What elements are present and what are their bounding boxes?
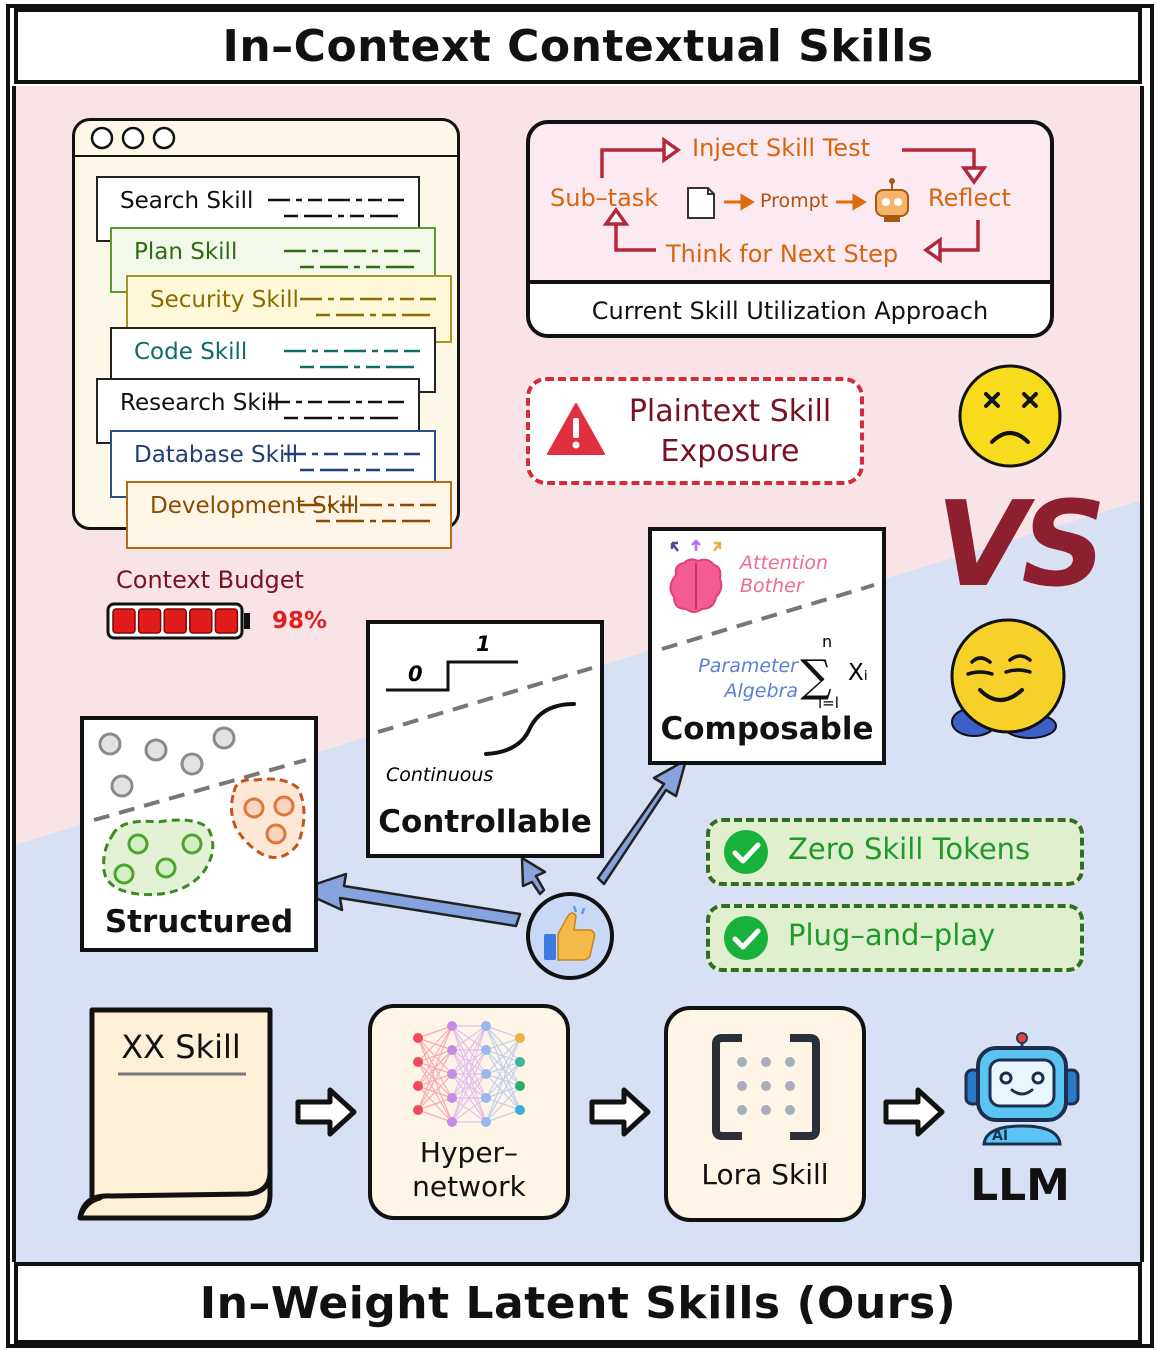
skill-card-decoration [300, 503, 436, 523]
bother-line: Bother [740, 575, 804, 597]
brain-icon [669, 539, 723, 613]
context-budget-battery [106, 602, 250, 640]
lora-skill-label: Lora Skill [701, 1158, 829, 1191]
arrow-to-composable [596, 758, 688, 886]
skill-card-decoration [284, 249, 420, 269]
check-icon [724, 830, 768, 874]
arrow-to-structured [296, 872, 522, 928]
sad-face-icon [958, 364, 1062, 468]
skill-document-icon [77, 1007, 273, 1221]
controllable-card [366, 620, 604, 858]
thumbs-up-icon [526, 892, 614, 980]
inject-skill-test-label: Inject Skill Test [692, 134, 870, 162]
skill-card-decoration [300, 297, 436, 317]
sum-top-label: n [822, 632, 833, 651]
skill-card-decoration [284, 349, 420, 369]
vs-label: VS [936, 475, 1106, 613]
skill-card-label: Research Skill [120, 390, 280, 416]
ai-badge: AI [992, 1128, 1009, 1144]
check-icon [724, 916, 768, 960]
plaintext-exposure-text: Plaintext Skill Exposure [610, 392, 850, 472]
structured-illustration [93, 726, 307, 897]
window-titlebar [75, 121, 457, 157]
current-approach-caption: Current Skill Utilization Approach [530, 280, 1050, 334]
skill-card-label: Code Skill [134, 339, 248, 365]
composable-title: Composable [660, 711, 874, 747]
skill-card-decoration [284, 452, 420, 472]
algebra-line: Algebra [724, 680, 798, 702]
window-control-icons [90, 126, 176, 150]
skill-card-label: Security Skill [150, 287, 299, 313]
parameter-algebra-label: Parameter Algebra [692, 654, 798, 704]
step-one-label: 1 [476, 632, 491, 656]
lora-matrix-icon [712, 1034, 820, 1140]
think-next-step-label: Think for Next Step [666, 240, 899, 268]
hyper-line1: Hyper– [419, 1136, 519, 1169]
benefit-card: Zero Skill Tokens [706, 818, 1084, 886]
parameter-line: Parameter [698, 655, 798, 677]
battery-cell [137, 608, 162, 634]
plaintext-line2: Exposure [660, 434, 800, 469]
benefit-label: Plug–and–play [788, 918, 996, 952]
skill-card-decoration [268, 198, 404, 218]
skill-card-label: Plan Skill [134, 239, 238, 265]
current-approach-panel: Current Skill Utilization Approach [526, 120, 1054, 338]
document-icon [687, 187, 715, 219]
benefit-card: Plug–and–play [706, 904, 1084, 972]
prompt-label: Prompt [760, 190, 829, 212]
happy-face-icon [950, 618, 1066, 739]
skill-card-label: Database Skill [134, 442, 299, 468]
approach-loop-arrows [600, 136, 988, 264]
context-budget-label: Context Budget [116, 566, 304, 594]
warning-icon [547, 403, 605, 455]
composable-illustration: ∑ [661, 539, 875, 702]
step-zero-label: 0 [408, 662, 423, 686]
attention-bother-label: Attention Bother [740, 552, 828, 598]
battery-cell [214, 608, 239, 634]
battery-cell [163, 608, 187, 634]
bottom-banner: In–Weight Latent Skills (Ours) [14, 1262, 1142, 1344]
continuous-label: Continuous [386, 764, 494, 786]
structured-title: Structured [104, 904, 294, 940]
sum-term-label: Xᵢ [848, 660, 868, 686]
battery-cell [189, 608, 213, 634]
top-banner: In–Context Contextual Skills [14, 8, 1142, 84]
sum-bottom-label: i=l [818, 694, 839, 712]
xx-skill-label: XX Skill [121, 1028, 241, 1066]
controllable-title: Controllable [378, 804, 592, 840]
subtask-label: Sub–task [550, 184, 659, 212]
llm-robot-icon [964, 1032, 1080, 1146]
skill-card-decoration [268, 400, 404, 420]
neural-network-icon [413, 1021, 525, 1127]
skill-card-label: Development Skill [150, 493, 360, 519]
controllable-illustration [377, 660, 593, 756]
hyper-line2: network [412, 1170, 526, 1203]
skill-card: Development Skill [126, 481, 452, 549]
reflect-label: Reflect [928, 184, 1011, 212]
plaintext-line1: Plaintext Skill [628, 394, 832, 429]
benefit-label: Zero Skill Tokens [788, 832, 1031, 866]
hypernetwork-card [368, 1004, 570, 1220]
llm-label: LLM [970, 1160, 1070, 1211]
context-budget-value: 98% [272, 608, 328, 634]
hypernetwork-label: Hyper– network [368, 1136, 570, 1204]
svg-text:∑: ∑ [800, 651, 831, 702]
skill-card-label: Search Skill [120, 188, 254, 214]
attention-line: Attention [740, 552, 829, 574]
battery-cell [112, 608, 136, 634]
robot-icon [875, 178, 909, 222]
arrow-to-controllable [520, 856, 547, 896]
